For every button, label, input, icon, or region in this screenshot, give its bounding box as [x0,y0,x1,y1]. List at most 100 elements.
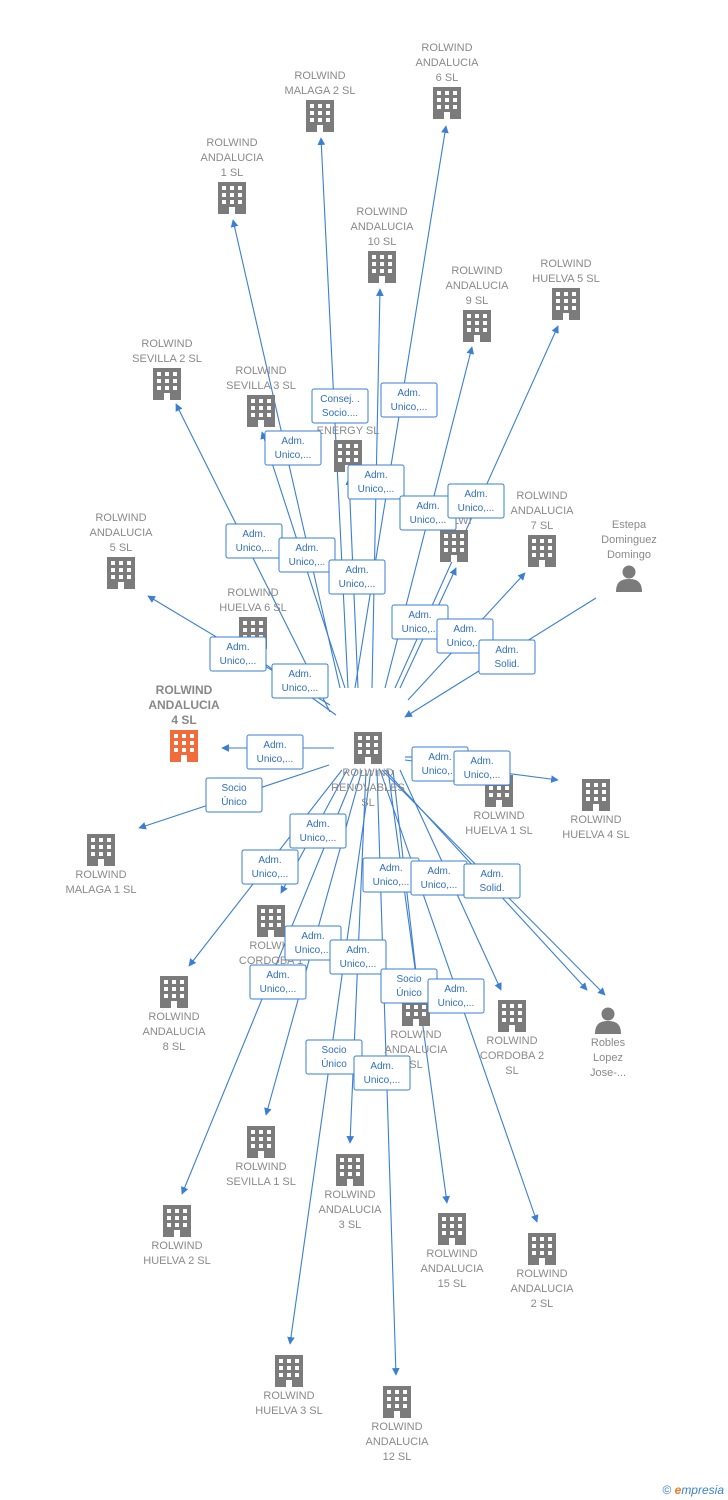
edge-label-23[interactable]: Adm.Unico,... [284,925,342,961]
building-icon [107,557,135,589]
edge-label-box [447,483,505,519]
edge-label-6[interactable]: Adm.Unico,... [225,523,283,559]
edge-label-19[interactable]: Adm.Unico,... [241,849,299,885]
edge-label-12[interactable]: Adm.Unico,... [209,636,267,672]
building-icon [218,182,246,214]
edge-label-27[interactable]: Adm.Unico,... [249,964,307,1000]
edge-label-text: Adm. [379,863,402,874]
edge-label-text: Unico,... [300,833,337,844]
edge-label-26[interactable]: Adm.Unico,... [427,978,485,1014]
edge-label-text: Único [221,795,247,808]
edge-label-text: Unico,... [458,503,495,514]
edge-label-4[interactable]: Adm.Unico,... [399,495,457,531]
node-label: RENOVABLES [331,782,405,794]
node-label: ANDALUCIA [366,1436,430,1448]
edge-label-text: Adm. [427,866,450,877]
node-label: ROLWIND [390,1029,441,1041]
node-label: HUELVA 3 SL [255,1405,322,1417]
edge-label-24[interactable]: Adm.Unico,... [329,939,387,975]
node-label: 1 SL [221,167,244,179]
node-label: ROLWIND [473,810,524,822]
edge-label-box [380,382,438,418]
edge-label-box [241,849,299,885]
edge-label-text: Adm. [416,501,439,512]
node-label: ROLWIND [356,206,407,218]
edge-label-2[interactable]: Adm.Unico,... [264,430,322,466]
edge-label-text: Unico,... [252,869,289,880]
building-icon [247,1126,275,1158]
node-label: ROLWIND [516,490,567,502]
edge-label-3[interactable]: Adm.Unico,... [347,464,405,500]
edge-label-20[interactable]: Adm.Unico,... [362,857,420,893]
edge-label-box [249,964,307,1000]
node-label: ANDALUCIA [351,221,415,233]
edge-label-22[interactable]: Adm.Solid. [463,863,521,899]
footer-brand[interactable]: © empresia [662,1483,724,1497]
edge-label-text: Unico,... [364,1075,401,1086]
building-icon [306,100,334,132]
edge-label-8[interactable]: Adm.Unico,... [328,559,386,595]
edge-label-18[interactable]: Adm.Unico,... [289,813,347,849]
node-label: 12 SL [383,1451,412,1463]
building-icon [160,976,188,1008]
edge-label-13[interactable]: Adm.Unico,... [271,663,329,699]
node-robles[interactable]: RoblesLopezJose-... [590,1007,626,1080]
node-label: ANDALUCIA [511,505,575,517]
edge-label-11[interactable]: Adm.Solid. [478,639,536,675]
edge-label-box [205,777,263,813]
edge-label-text: Unico,... [257,754,294,765]
edge-label-text: Adm. [397,388,420,399]
edge-label-29[interactable]: Adm.Unico,... [353,1055,411,1091]
edge-label-17[interactable]: Adm.Unico,... [453,750,511,786]
edge-label-7[interactable]: Adm.Unico,... [278,537,336,573]
node-label: 8 SL [163,1041,186,1053]
node-label: 4 SL [171,713,196,727]
edge-label-5[interactable]: Adm.Unico,... [447,483,505,519]
edge-label-text: Adm. [242,529,265,540]
edge-label-box [478,639,536,675]
edge-label-9[interactable]: Adm.Unico,... [391,604,449,640]
edge-label-0[interactable]: Consej. .Socio.... [311,388,369,424]
node-label: ROLWIND [151,1240,202,1252]
building-icon [582,779,610,811]
edge-label-text: Unico,... [421,880,458,891]
node-label: SL [409,1059,422,1071]
edge-label-1[interactable]: Adm.Unico,... [380,382,438,418]
edge-label-box [329,939,387,975]
edge-label-text: Unico,... [358,484,395,495]
edge-label-text: Único [396,986,422,999]
edge-label-21[interactable]: Adm. Unico,... [410,860,468,896]
edge-label-14[interactable]: Adm.Unico,... [246,734,304,770]
edge-label-text: Adm. [295,543,318,554]
node-label: Dominguez [601,534,657,546]
